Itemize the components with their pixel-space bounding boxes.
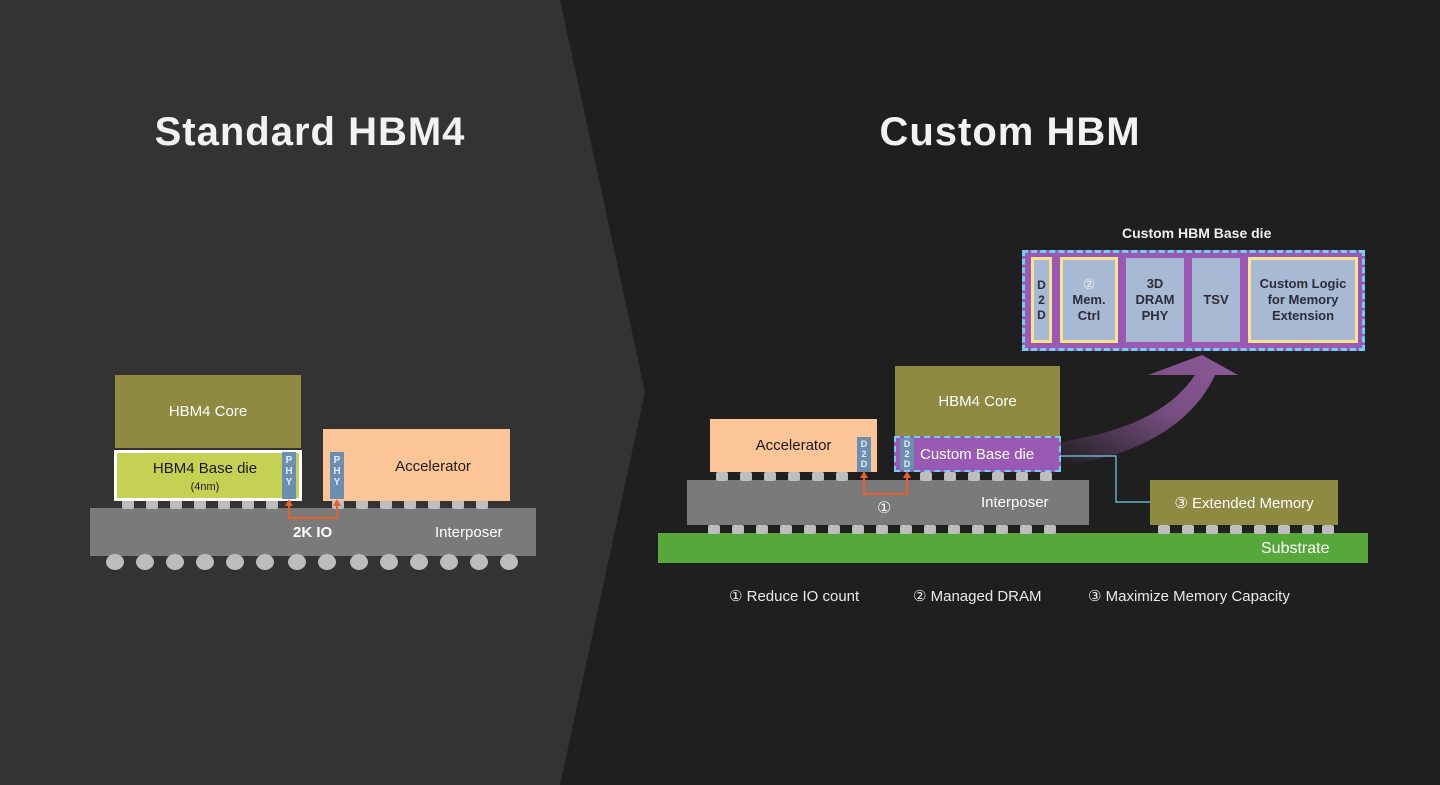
detail-title: Custom HBM Base die [1122, 225, 1272, 241]
io-arrow-icon [285, 499, 341, 519]
custom-base-die: Custom Base die [894, 436, 1061, 472]
extended-memory-connector [1060, 455, 1150, 503]
left-hbm4-core: HBM4 Core [115, 375, 301, 448]
left-accelerator-label: Accelerator [395, 458, 471, 475]
left-hbm4-core-label: HBM4 Core [168, 403, 248, 420]
substrate [658, 533, 1368, 563]
left-panel-chevron [0, 0, 645, 785]
expand-arrow-icon [1060, 355, 1238, 465]
right-accelerator-label: Accelerator [755, 437, 832, 454]
io-count-label: 2K IO [293, 524, 333, 541]
right-hbm4-core: HBM4 Core [895, 366, 1060, 436]
right-accelerator: Accelerator [710, 419, 877, 472]
left-base-die-label: HBM4 Base die [152, 460, 258, 477]
d2d-link-arrow-icon [860, 471, 911, 495]
io-reduction-marker: ① [877, 500, 892, 517]
standard-hbm4-title: Standard HBM4 [154, 110, 466, 154]
left-base-die: HBM4 Base die (4nm) [114, 450, 302, 501]
substrate-label: Substrate [1261, 540, 1330, 557]
detail-3d-dram-phy: 3D DRAM PHY [1126, 258, 1184, 342]
legend-item-maximize-capacity: ③ Maximize Memory Capacity [1088, 588, 1290, 605]
legend-item-reduce-io: ① Reduce IO count [729, 588, 860, 605]
left-interposer [90, 508, 536, 556]
detail-custom-logic: Custom Logic for Memory Extension [1248, 257, 1358, 343]
right-interposer-label: Interposer [981, 494, 1049, 511]
extended-memory: ③ Extended Memory [1150, 480, 1338, 525]
legend-item-managed-dram: ② Managed DRAM [913, 588, 1042, 605]
left-accelerator: Accelerator [323, 429, 510, 501]
detail-mem-ctrl: ② Mem. Ctrl [1060, 257, 1118, 343]
custom-base-die-label: Custom Base die [920, 446, 1035, 463]
custom-hbm-title: Custom HBM [879, 110, 1141, 154]
left-base-die-node: (4nm) [190, 481, 220, 493]
right-hbm4-core-label: HBM4 Core [938, 392, 1017, 410]
right-interposer [687, 480, 1089, 525]
extended-memory-label: ③ Extended Memory [1174, 494, 1314, 512]
detail-tsv: TSV [1192, 258, 1240, 342]
left-interposer-label: Interposer [435, 524, 503, 541]
